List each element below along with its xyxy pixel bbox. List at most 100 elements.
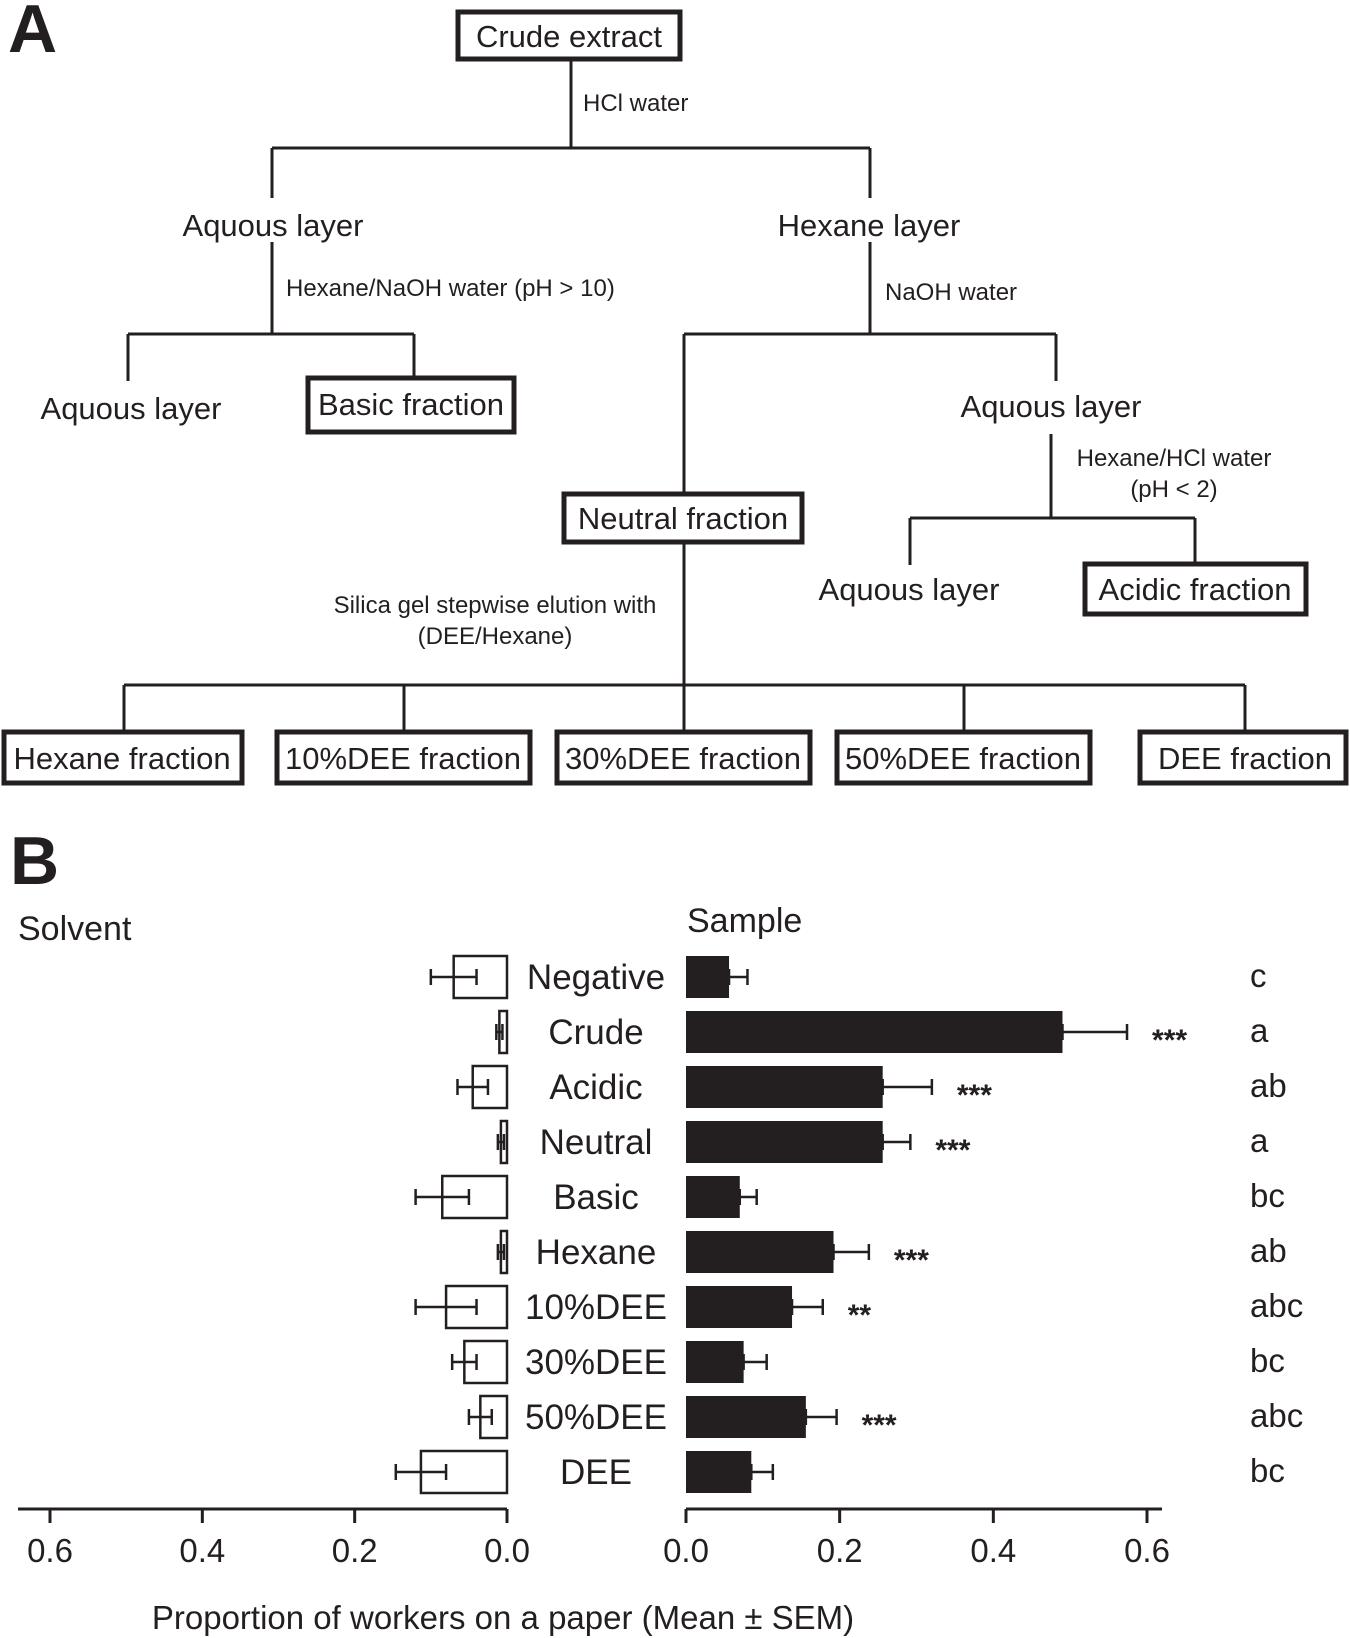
- dee50-fraction-label: 50%DEE fraction: [845, 741, 1081, 776]
- panel-a-letter: A: [8, 0, 57, 67]
- neutral-fraction-label: Neutral fraction: [578, 501, 788, 536]
- sample-bar-acidic: [686, 1066, 883, 1108]
- crude-extract-label: Crude extract: [476, 19, 662, 54]
- category-label-hexane: Hexane: [536, 1233, 657, 1272]
- sample-bar-50dee: [686, 1396, 806, 1438]
- category-label-dee: DEE: [560, 1453, 632, 1492]
- sample-errorbar-basic: [738, 1189, 758, 1205]
- dee10-fraction-box: [274, 729, 533, 786]
- solvent-tick-label-2: 0.2: [332, 1532, 378, 1569]
- sample-tick-label-3: 0.6: [1124, 1532, 1170, 1569]
- category-label-crude: Crude: [548, 1013, 643, 1052]
- solvent-errorbar-negative: [429, 969, 478, 985]
- group-letter-basic: bc: [1250, 1177, 1285, 1214]
- sample-errorbar-crude: [1061, 1024, 1129, 1040]
- step-silica-line1: Silica gel stepwise elution with: [334, 592, 657, 619]
- diagram-connectors: [122, 59, 1247, 732]
- solvent-tick-label-3: 0.0: [484, 1532, 530, 1569]
- category-label-50dee: 50%DEE: [525, 1398, 667, 1437]
- neutral-fraction-box: [561, 491, 805, 545]
- aqueous-layer-3-label: Aquous layer: [961, 389, 1142, 424]
- sample-heading: Sample: [687, 902, 802, 940]
- significance-label-50dee: ***: [862, 1409, 897, 1442]
- group-letter-dee: bc: [1250, 1452, 1285, 1489]
- step-naoh-water: NaOH water: [885, 279, 1017, 306]
- crude-extract-box: [455, 9, 683, 62]
- sample-errorbar-50dee: [804, 1409, 838, 1425]
- sample-errorbar-acidic: [881, 1079, 934, 1095]
- solvent-bar-30dee: [463, 1339, 509, 1385]
- sample-tick-label-1: 0.2: [817, 1532, 863, 1569]
- aqueous-layer-1-label: Aquous layer: [183, 208, 364, 243]
- fractionation-diagram: A Cr: [1, 0, 1349, 786]
- sample-errorbar-negative: [727, 969, 749, 985]
- solvent-heading: Solvent: [18, 910, 132, 948]
- sample-errorbar-neutral: [881, 1134, 912, 1150]
- dee30-fraction-label: 30%DEE fraction: [565, 741, 801, 776]
- basic-fraction-label: Basic fraction: [318, 387, 504, 422]
- step-hexane-hcl-line1: Hexane/HCl water: [1077, 445, 1272, 472]
- category-label-10dee: 10%DEE: [525, 1288, 667, 1327]
- dee-fraction-label: DEE fraction: [1158, 741, 1332, 776]
- sample-bar-crude: [686, 1011, 1063, 1053]
- hexane-fraction-box: [1, 729, 245, 786]
- step-hexane-naoh: Hexane/NaOH water (pH > 10): [286, 275, 615, 302]
- category-label-negative: Negative: [527, 958, 665, 997]
- sample-errorbar-hexane: [832, 1244, 871, 1260]
- sample-bar-dee: [686, 1451, 752, 1493]
- sample-errorbar-dee: [750, 1464, 775, 1480]
- sample-tick-label-0: 0.0: [663, 1532, 709, 1569]
- solvent-errorbar-acidic: [456, 1079, 490, 1095]
- significance-label-neutral: ***: [935, 1134, 970, 1167]
- category-label-neutral: Neutral: [540, 1123, 653, 1162]
- step-silica-line2: (DEE/Hexane): [418, 623, 573, 650]
- panel-b-letter: B: [10, 823, 59, 899]
- sample-bar-hexane: [686, 1231, 834, 1273]
- dee-fraction-box: [1137, 729, 1349, 786]
- solvent-errorbar-hexane: [496, 1244, 506, 1260]
- solvent-errorbar-crude: [495, 1024, 504, 1040]
- significance-label-hexane: ***: [894, 1244, 929, 1277]
- solvent-errorbar-30dee: [450, 1354, 478, 1370]
- sample-bar-neutral: [686, 1121, 883, 1163]
- sample-bar-negative: [686, 956, 730, 998]
- sample-bar-basic: [686, 1176, 740, 1218]
- step-hcl-water: HCl water: [583, 90, 688, 117]
- hexane-fraction-label: Hexane fraction: [13, 741, 230, 776]
- solvent-tick-label-0: 0.6: [27, 1532, 73, 1569]
- sample-bar-30dee: [686, 1341, 744, 1383]
- sample-bar-10dee: [686, 1286, 793, 1328]
- group-letter-50dee: abc: [1250, 1397, 1303, 1434]
- x-axis-title: Proportion of workers on a paper (Mean ±…: [152, 1599, 854, 1636]
- group-letter-negative: c: [1250, 957, 1267, 994]
- sample-errorbar-30dee: [742, 1354, 768, 1370]
- group-letter-neutral: a: [1250, 1122, 1269, 1159]
- solvent-errorbar-10dee: [414, 1299, 478, 1315]
- sample-tick-label-2: 0.4: [970, 1532, 1016, 1569]
- dee30-fraction-box: [554, 729, 813, 786]
- significance-label-crude: ***: [1152, 1024, 1187, 1057]
- solvent-errorbar-50dee: [467, 1409, 494, 1425]
- acidic-fraction-label: Acidic fraction: [1099, 572, 1292, 607]
- aqueous-layer-2-label: Aquous layer: [41, 391, 222, 426]
- group-letter-acidic: ab: [1250, 1067, 1287, 1104]
- group-letter-hexane: ab: [1250, 1232, 1287, 1269]
- group-letter-crude: a: [1250, 1012, 1269, 1049]
- category-label-30dee: 30%DEE: [525, 1343, 667, 1382]
- solvent-errorbar-neutral: [496, 1134, 506, 1150]
- acidic-fraction-box: [1082, 561, 1309, 617]
- step-hexane-hcl-line2: (pH < 2): [1130, 476, 1217, 503]
- significance-label-acidic: ***: [957, 1079, 992, 1112]
- category-label-basic: Basic: [553, 1178, 639, 1217]
- group-letter-10dee: abc: [1250, 1287, 1303, 1324]
- solvent-errorbar-basic: [414, 1189, 471, 1205]
- category-label-acidic: Acidic: [549, 1068, 642, 1107]
- solvent-errorbar-dee: [394, 1464, 448, 1480]
- basic-fraction-box: [305, 375, 517, 435]
- dee10-fraction-label: 10%DEE fraction: [285, 741, 521, 776]
- sample-errorbar-10dee: [790, 1299, 825, 1315]
- hexane-layer-label: Hexane layer: [778, 208, 961, 243]
